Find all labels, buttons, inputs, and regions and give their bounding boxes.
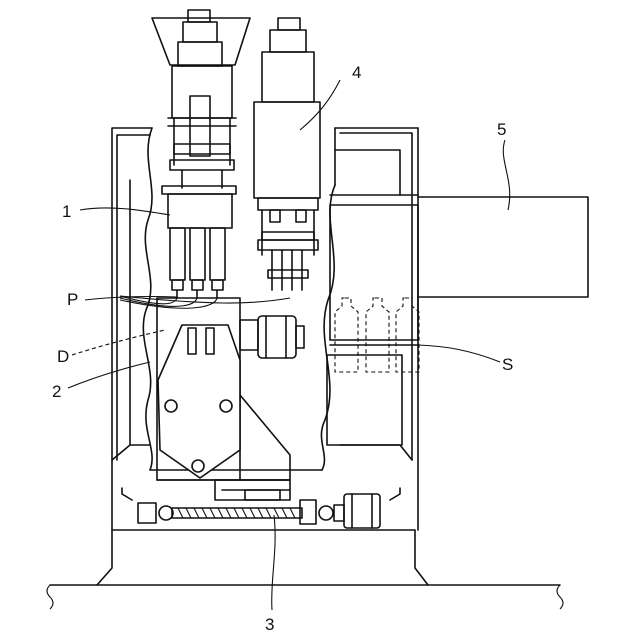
component-5-box — [418, 197, 588, 297]
label-5: 5 — [497, 120, 506, 139]
floor-base — [47, 530, 563, 609]
label-4: 4 — [352, 63, 361, 82]
label-s: S — [502, 355, 513, 374]
label-1: 1 — [62, 202, 71, 221]
leader-2 — [68, 362, 150, 388]
main-frame — [112, 128, 418, 530]
bottles-s — [335, 298, 419, 372]
label-p: P — [67, 290, 78, 309]
leader-s — [418, 345, 500, 362]
leader-d — [72, 330, 165, 355]
component-1-unit — [152, 10, 250, 298]
label-2: 2 — [52, 382, 61, 401]
component-3-drive — [122, 480, 400, 528]
label-d: D — [57, 347, 69, 366]
reference-labels: 1 4 5 P D 2 S 3 — [52, 63, 513, 634]
leader-1 — [80, 208, 170, 215]
label-3: 3 — [265, 615, 274, 634]
leader-5 — [503, 140, 509, 210]
component-4-unit — [254, 18, 320, 290]
component-2-mold — [157, 298, 304, 480]
